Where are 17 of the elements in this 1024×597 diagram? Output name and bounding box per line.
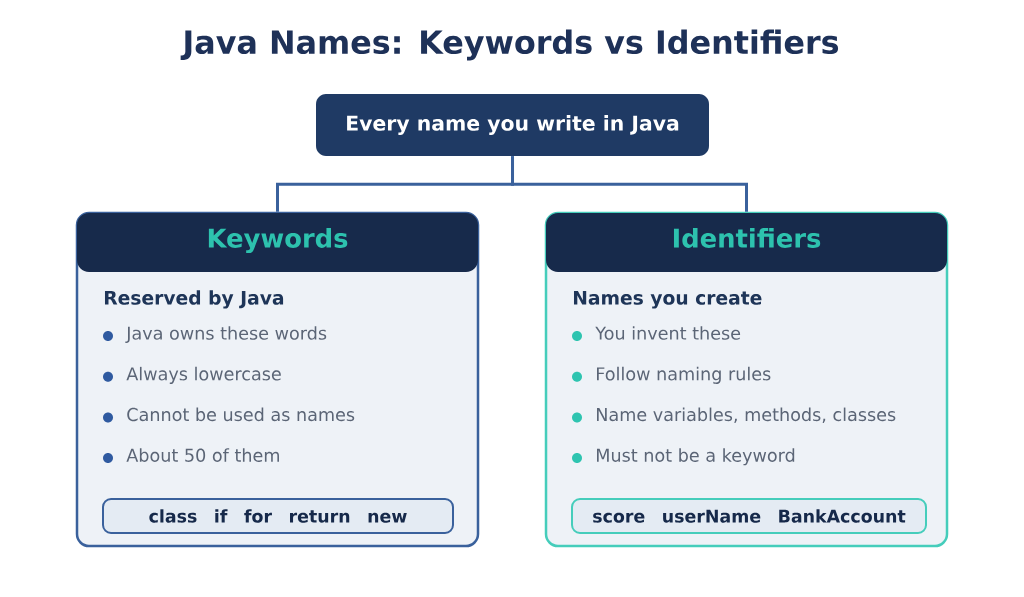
title: Java Names: Keywords vs Identifiers xyxy=(180,29,839,61)
code-example-box: score userName BankAccount xyxy=(571,498,927,534)
bullet-text: About 50 of them xyxy=(126,448,279,462)
subheading: Names you create xyxy=(574,290,762,309)
bullet-text: You invent these xyxy=(595,326,741,340)
card-header: Keywords xyxy=(77,213,478,272)
subheading: Reserved by Java xyxy=(105,290,284,309)
bullet-text: Must not be a keyword xyxy=(597,448,795,466)
bullet-text: Always lowercase xyxy=(126,366,281,384)
card-header: Identifiers xyxy=(546,213,947,272)
bullet-text: Name variables, methods, classes xyxy=(597,407,896,423)
connector-line xyxy=(511,156,748,212)
bullet-text: Java owns these words xyxy=(125,326,327,344)
bullet-text: Cannot be used as names xyxy=(127,407,355,422)
bullet-text: Follow naming rules xyxy=(597,366,771,384)
code-example-box: class if for return new xyxy=(102,498,454,534)
root-box: Every name you write in Java xyxy=(316,94,709,156)
